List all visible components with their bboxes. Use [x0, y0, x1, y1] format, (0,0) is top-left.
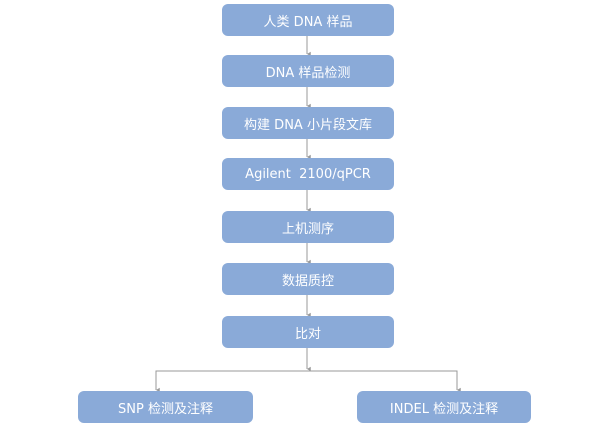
branch-snp: SNP 检测及注释 [78, 391, 253, 423]
branch-line [155, 370, 458, 389]
step-human-dna-sample: 人类 DNA 样品 [222, 4, 394, 36]
step-data-qc: 数据质控 [222, 263, 394, 295]
step-dna-sample-test: DNA 样品检测 [222, 55, 394, 87]
step-alignment: 比对 [222, 316, 394, 348]
step-sequencing: 上机测序 [222, 211, 394, 243]
step-build-library: 构建 DNA 小片段文库 [222, 107, 394, 139]
branch-indel: INDEL 检测及注释 [357, 391, 531, 423]
step-agilent-qpcr: Agilent 2100/qPCR [222, 158, 394, 190]
